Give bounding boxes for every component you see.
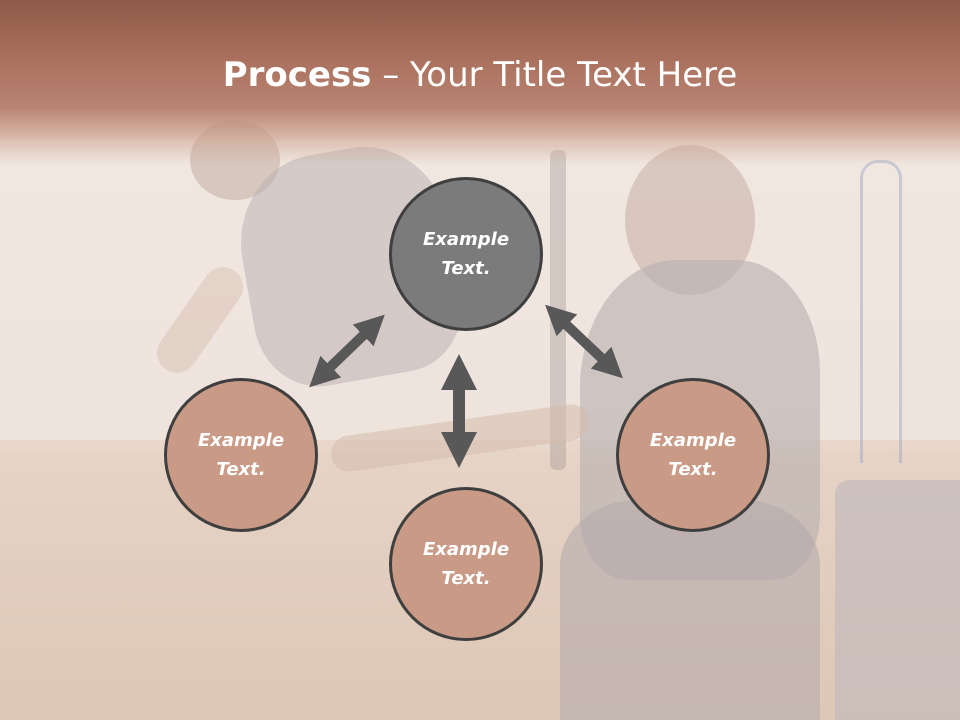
right-circle-line2: Text.: [668, 459, 718, 480]
slide-title[interactable]: Process – Your Title Text Here: [0, 52, 960, 98]
title-rest: – Your Title Text Here: [371, 55, 738, 95]
background-person-right-legs: [560, 500, 820, 720]
bottom-circle[interactable]: Example Text.: [389, 487, 543, 641]
left-circle[interactable]: Example Text.: [164, 378, 318, 532]
bottom-circle-line2: Text.: [441, 568, 491, 589]
left-circle-line2: Text.: [216, 459, 266, 480]
center-circle-line1: Example: [422, 229, 510, 250]
arrow-center-left: [309, 314, 385, 388]
center-circle[interactable]: Example Text.: [389, 177, 543, 331]
arrow-center-right: [545, 304, 623, 379]
bottom-circle-line1: Example: [422, 539, 510, 560]
center-circle-line2: Text.: [441, 258, 491, 279]
background-equipment: [835, 480, 960, 720]
title-banner: [0, 0, 960, 165]
right-circle-line1: Example: [649, 430, 737, 451]
title-bold: Process: [222, 55, 372, 95]
left-circle-line1: Example: [197, 430, 285, 451]
right-circle[interactable]: Example Text.: [616, 378, 770, 532]
